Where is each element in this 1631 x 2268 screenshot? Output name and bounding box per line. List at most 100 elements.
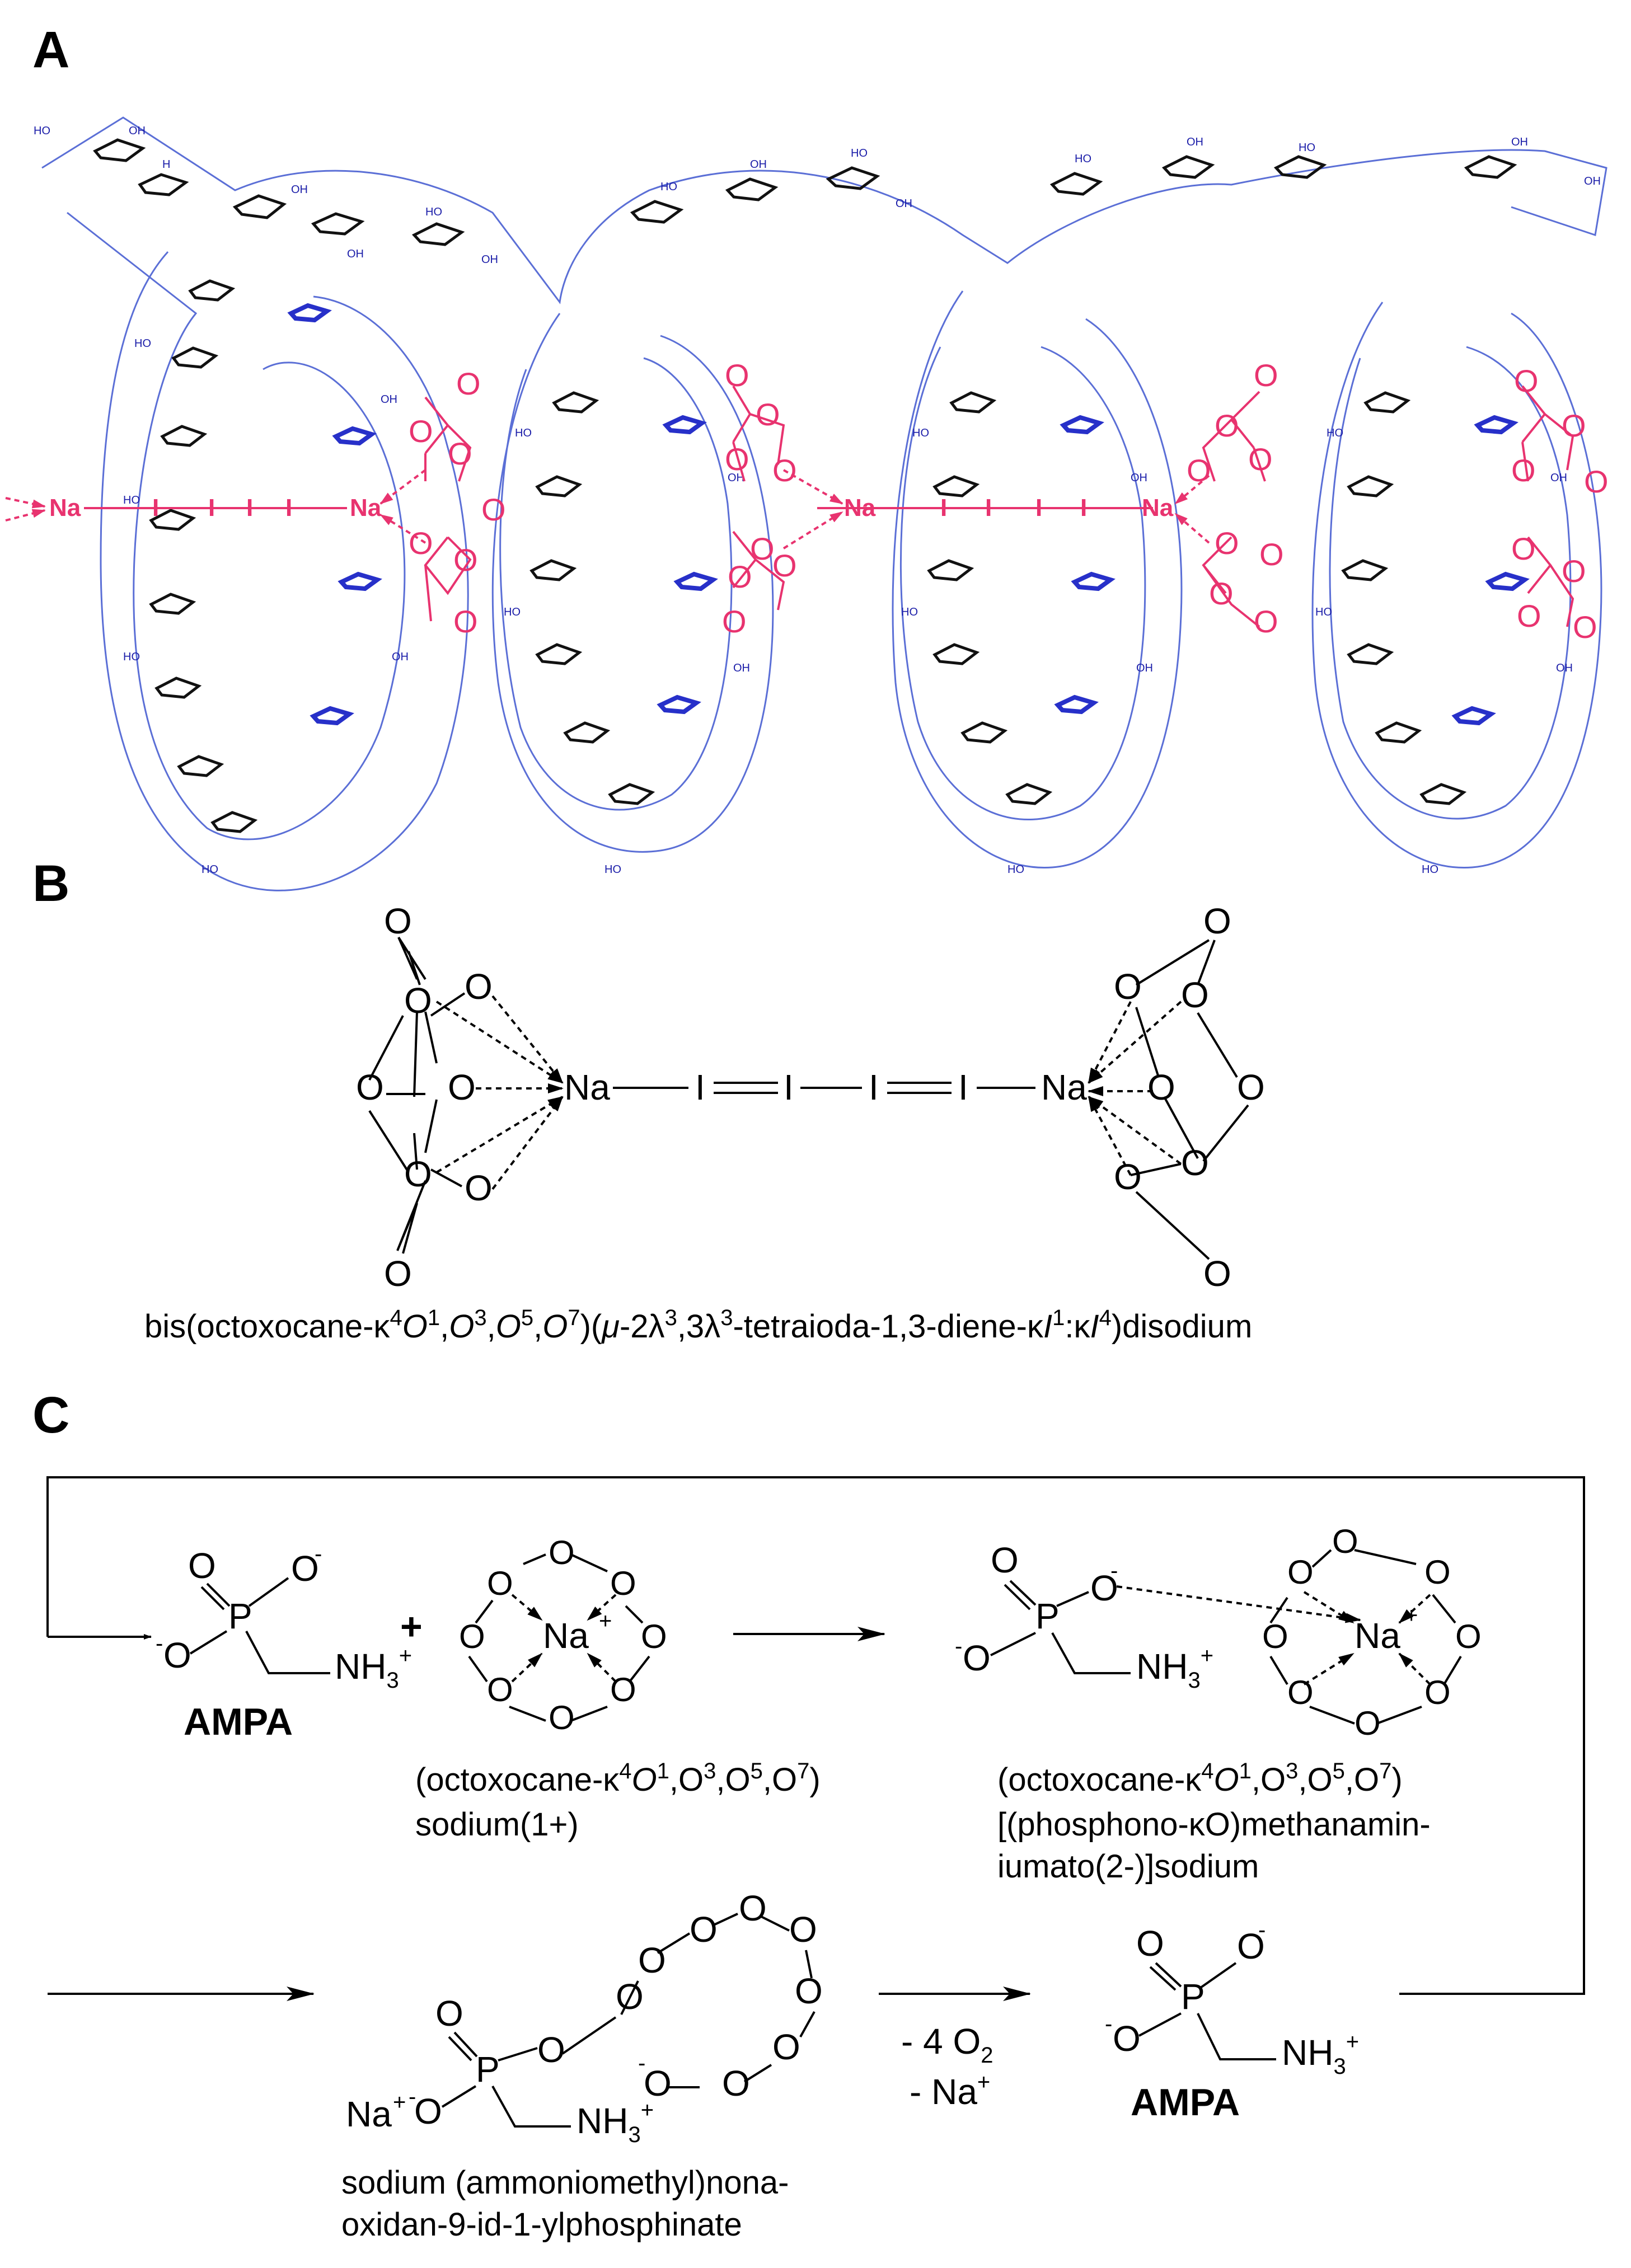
oh-label: HO [851,147,868,159]
plus-symbol: + [400,1605,423,1648]
oxygen-atom: O [750,531,775,566]
release-oxygen-label: - 4 O2 [901,2021,993,2068]
oxygen-atom: O [435,1993,463,2034]
oxygen-atom: O [1259,537,1284,572]
oxygen-atom: O [453,542,478,577]
oh-label: OH [1584,175,1601,187]
charge-minus: - [638,2051,645,2076]
oxygen-atom: O [1514,363,1539,398]
sodium-atom: Na [844,494,876,522]
oxygen-atom: O [690,1909,718,1950]
ampa-sodium-complex: O O - P O - NH3+ O O O O O O O O Na + [955,1523,1482,1742]
oh-label: HO [134,337,151,350]
panel-c-label: C [32,1387,69,1444]
sodium-atom: Na [564,1067,610,1107]
sodium-atom: Na [346,2094,392,2134]
oxygen-atom: O [409,414,433,449]
oxygen-atom: O [1187,453,1211,488]
oxygen-atom: O [384,1253,412,1294]
amylose-helix-outline [41,116,1607,891]
panel-b-label: B [32,855,69,912]
oh-label: HO [1327,427,1343,439]
ammonium-group: NH3+ [1136,1644,1213,1693]
iodine-atom: I [152,494,159,522]
oxygen-atom: O [1254,604,1278,639]
oxygen-atom: O [644,2063,672,2103]
oh-label: OH [129,125,146,137]
complex-1-name-line-2: sodium(1+) [415,1806,579,1843]
panel-b-iupac-name: bis(octoxocane-κ4O1,O3,O5,O7)(μ-2λ3,3λ3-… [144,1306,1252,1345]
oxygen-atom: O [795,1971,823,2011]
oxygen-atom: O [725,358,749,393]
ammonium-group: NH3+ [335,1644,412,1693]
oxygen-atom: O [487,1671,513,1708]
oxygen-atom: O [1562,553,1586,589]
oxygen-atom: O [1209,576,1234,611]
oh-label: HO [1007,863,1024,876]
iodine-atom: I [784,1067,794,1107]
oh-label: HO [123,651,140,663]
oxygen-atom: O [1215,525,1239,561]
oxygen-atom: O [1287,1674,1314,1711]
complex-2-name-line-1: (octoxocane-κ4O1,O3,O5,O7) [997,1759,1403,1798]
right-octoxocane: O O O O O O O O [1088,901,1265,1294]
oxygen-atom: O [991,1540,1019,1580]
oxygen-atom: O [1511,531,1536,566]
oh-label: OH [1131,472,1147,484]
oh-label: OH [733,662,750,674]
charge-minus: - [1110,1558,1118,1583]
oxygen-atom: O [641,1618,667,1655]
oxygen-atom: O [1573,609,1597,645]
charge-plus: + [393,2090,406,2115]
oxygen-atom: O [1332,1523,1358,1560]
glucose-chain-dark [93,138,1517,833]
oh-label: HO [515,427,532,439]
oxygen-atom: O [728,559,752,594]
panel-a: A [5,21,1609,891]
oxygen-atom: O [459,1618,485,1655]
oxygen-atom: O [1424,1553,1451,1591]
iodine-atom: I [1035,494,1042,522]
oxygen-atom: O [722,2063,750,2103]
left-octoxocane: O O O O O O O O [356,901,564,1294]
oh-label: HO [912,427,929,439]
oxygen-atom: O [188,1546,216,1586]
iodine-atom: I [695,1067,705,1107]
ampa-molecule-1: O O - P O - NH3+ AMPA [156,1542,412,1743]
ammonium-group: NH3+ [1282,2030,1359,2079]
oxygen-atom: O [1584,464,1609,499]
complex-2-name-line-2: [(phosphono-κO)methanamin- [997,1806,1431,1843]
oxygen-atom: O [1181,1143,1209,1183]
panel-c: C O O - P O - NH3+ AMPA + O O O O O O O … [32,1387,1585,2243]
oxygen-atom: O [1215,408,1239,443]
oxygen-atom: O [1355,1704,1381,1742]
oxygen-atom: O [1136,1923,1164,1964]
ampa-label: AMPA [184,1701,293,1743]
oh-label: HO [604,863,621,876]
oxygen-atom: O [414,2091,442,2131]
iodine-atom: I [246,494,253,522]
oxygen-atom: O [1254,358,1278,393]
oxygen-atom: O [404,1154,432,1194]
iodine-atom: I [869,1067,879,1107]
oxygen-atom: O [487,1565,513,1602]
oh-label: HO [201,863,218,876]
oxygen-atom: O [1114,1157,1142,1197]
oxygen-atom: O [722,604,747,639]
charge-minus: - [955,1634,962,1659]
phosphorus-atom: P [1181,1976,1205,2017]
oxygen-atom: O [356,1067,384,1107]
pink-oxygen-rings: O O O O O O O O O O O O O O O O O O [379,358,1609,645]
complex-1-name-line-1: (octoxocane-κ4O1,O3,O5,O7) [415,1759,821,1798]
oh-label: OH [750,158,767,171]
oxygen-atom: O [549,1534,575,1571]
oh-label: OH [291,184,308,196]
oxygen-atom: O [772,548,797,583]
oxygen-atom: O [384,901,412,941]
oxygen-atom: O [465,966,493,1007]
oh-label: OH [1550,472,1567,484]
product-name-line-2: oxidan-9-id-1-ylphosphinate [341,2206,742,2243]
charge-minus: - [409,2084,416,2109]
oh-label: HO [1315,606,1332,618]
iodine-atom: I [285,494,292,522]
